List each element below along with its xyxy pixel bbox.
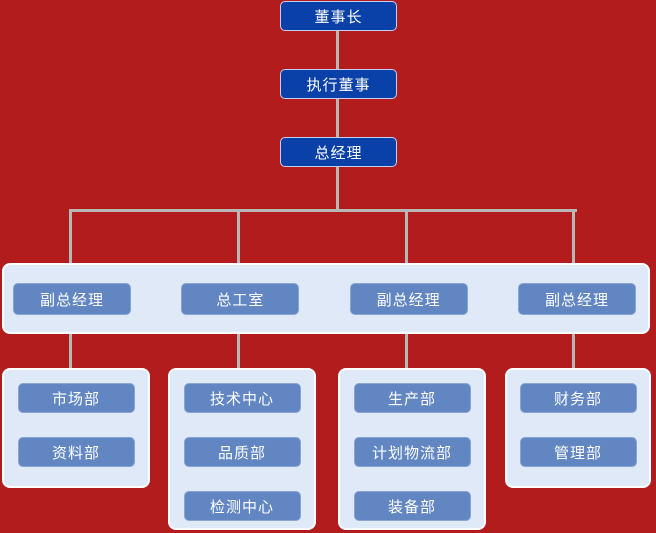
connector-line — [237, 334, 240, 368]
connector-line — [572, 209, 575, 263]
node-deputy-gm-1: 副总经理 — [13, 283, 131, 315]
node-deputy-gm-2: 副总经理 — [349, 283, 468, 315]
department-panel-3: 生产部 计划物流部 装备部 — [338, 368, 486, 530]
connector-line — [572, 334, 575, 368]
node-data-dept: 资料部 — [17, 437, 135, 467]
connector-line — [405, 209, 408, 263]
connector-line — [69, 209, 72, 263]
node-production-dept: 生产部 — [353, 383, 471, 413]
node-testing-center: 检测中心 — [183, 491, 301, 521]
manager-band-panel: 副总经理 总工室 副总经理 副总经理 — [2, 263, 650, 334]
department-panel-2: 技术中心 品质部 检测中心 — [168, 368, 316, 530]
node-planning-logistics-dept: 计划物流部 — [353, 437, 471, 467]
node-chairman: 董事长 — [280, 1, 397, 31]
connector-line — [69, 209, 577, 212]
node-equipment-dept: 装备部 — [353, 491, 471, 521]
connector-line — [405, 334, 408, 368]
node-general-manager: 总经理 — [280, 137, 397, 167]
connector-line — [336, 16, 339, 212]
node-management-dept: 管理部 — [519, 437, 637, 467]
department-panel-1: 市场部 资料部 — [2, 368, 150, 488]
node-marketing-dept: 市场部 — [17, 383, 135, 413]
department-panel-4: 财务部 管理部 — [505, 368, 651, 488]
node-deputy-gm-3: 副总经理 — [517, 283, 636, 315]
connector-line — [237, 209, 240, 263]
connector-line — [69, 334, 72, 368]
node-finance-dept: 财务部 — [519, 383, 637, 413]
node-technical-center: 技术中心 — [183, 383, 301, 413]
node-executive-director: 执行董事 — [280, 69, 397, 99]
node-chief-engineer-office: 总工室 — [181, 283, 300, 315]
node-quality-dept: 品质部 — [183, 437, 301, 467]
